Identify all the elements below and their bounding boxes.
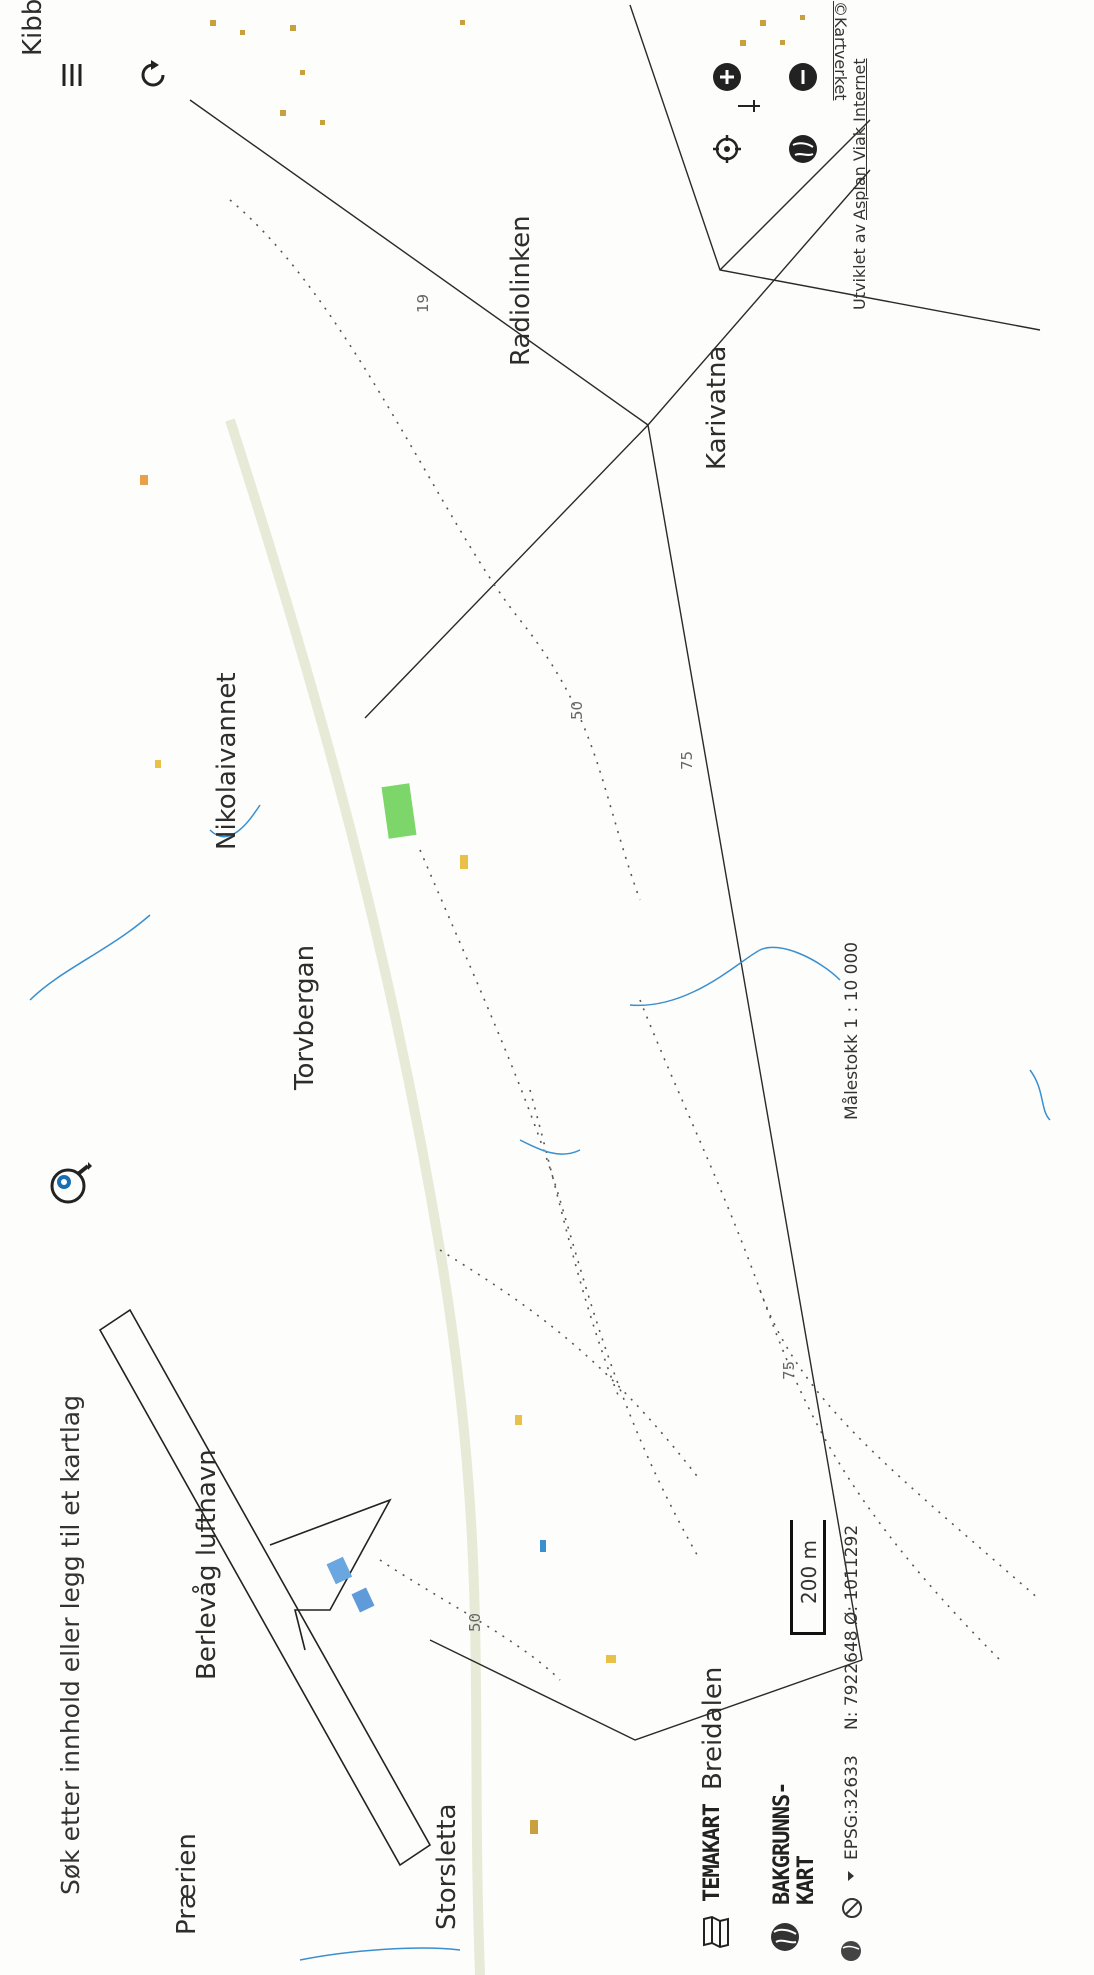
contour-label: 75 [678,750,696,770]
scale-bar [790,1520,826,1635]
locate-icon[interactable] [710,132,744,166]
contour-label: 50 [466,1612,484,1632]
temakart-icon[interactable] [700,1915,730,1949]
place-label-radiolinken: Radiolinken [506,215,536,366]
zoom-out-icon[interactable] [786,60,820,94]
zoom-slider-handle[interactable] [734,96,764,116]
place-label-number: 19 [414,293,432,313]
search-input[interactable]: Søk etter innhold eller legg til et kart… [56,1395,85,1895]
airport-runway [98,1308,432,1867]
epsg-selector[interactable]: EPSG:32633 [842,1755,862,1860]
tab-temakart[interactable]: TEMAKART [700,1804,725,1902]
globe-small-icon [838,1938,864,1964]
streams [29,804,1051,1961]
attribution-link[interactable]: Asplan Viak Internet [850,58,869,220]
globe-icon[interactable] [786,132,820,166]
coordinate-readout: N: 7922648 Ø: 1011292 [842,1524,862,1730]
place-label-breidalen: Breidalen [698,1666,728,1790]
contour-label: 50 [568,700,586,720]
power-lines [189,4,1041,1741]
place-label-berlevag-lufthavn: Berlevåg lufthavn [192,1449,222,1680]
place-label-storsletta: Storsletta [432,1803,462,1930]
place-label-praerien: Prærien [172,1833,202,1935]
projection-dropdown-icon[interactable] [844,1868,858,1882]
attribution-prefix: Utviklet av [850,223,869,310]
trails [229,199,1041,1681]
place-label-kibberg: Kibb [18,0,48,56]
scale-selector[interactable]: Målestokk 1 : 10 000 [842,941,862,1120]
road [225,418,485,1975]
search-settings-icon[interactable] [46,1160,94,1208]
bakgrunnskart-icon[interactable] [768,1920,802,1954]
refresh-icon[interactable] [136,58,170,92]
green-area [381,783,417,839]
scale-bar-label: 200 m [797,1539,821,1604]
airport-building [351,1587,375,1613]
menu-icon[interactable] [56,58,90,92]
place-label-torvbergan: Torvbergan [290,944,320,1090]
tab-bakgrunnskart-line2[interactable]: KART [794,1856,819,1905]
tab-bakgrunnskart[interactable]: BAKGRUNNS- [770,1782,795,1905]
zoom-in-icon[interactable] [710,60,744,94]
contour-label: 75 [780,1360,798,1380]
airport-building [326,1556,353,1585]
place-label-karivatna: Karivatna [702,345,732,470]
building-markers [140,15,805,1834]
kartverket-attribution[interactable]: ©Kartverket [831,1,850,101]
projection-icon[interactable] [840,1896,864,1920]
place-label-nikolaivannet: Nikolaivannet [212,672,242,850]
